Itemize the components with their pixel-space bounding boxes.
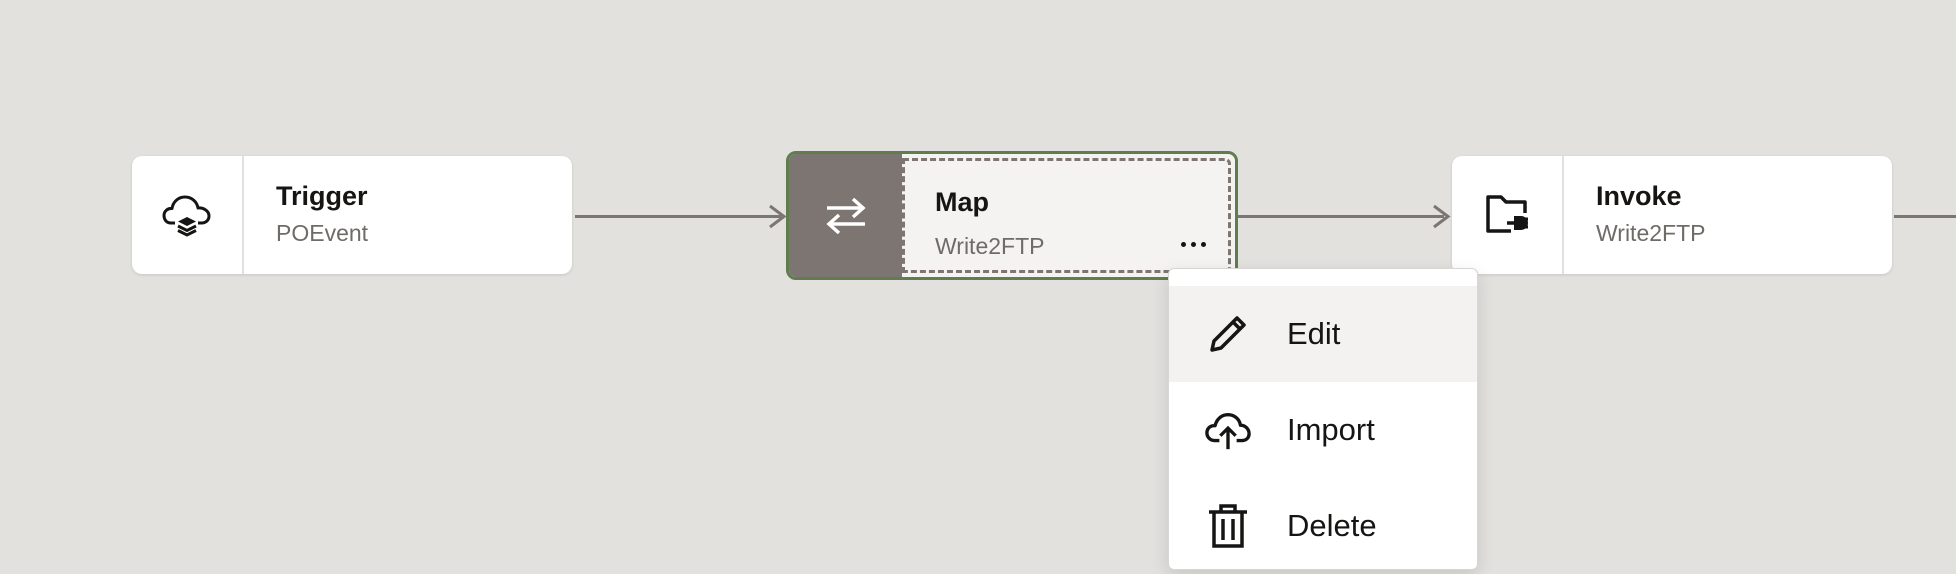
cloud-stack-icon <box>162 195 211 237</box>
pencil-icon <box>1205 311 1251 357</box>
menu-item-label: Edit <box>1287 316 1341 351</box>
folder-plug-icon <box>1486 195 1528 233</box>
map-subtitle: Write2FTP <box>935 233 1045 259</box>
connector-arrowhead <box>769 204 787 229</box>
trigger-node[interactable]: Trigger POEvent <box>132 156 572 274</box>
map-node[interactable]: Map Write2FTP <box>786 151 1238 280</box>
invoke-title: Invoke <box>1596 181 1682 211</box>
cloud-upload-icon <box>1205 407 1251 453</box>
menu-item-delete[interactable]: Delete <box>1169 478 1477 574</box>
connector-invoke-next <box>1894 215 1956 218</box>
map-icon-box <box>789 154 902 277</box>
menu-item-import[interactable]: Import <box>1169 382 1477 478</box>
map-node-body: Map Write2FTP <box>902 158 1231 273</box>
menu-item-edit[interactable]: Edit <box>1169 286 1477 382</box>
map-title: Map <box>935 187 989 217</box>
trigger-subtitle: POEvent <box>276 220 369 247</box>
connector-trigger-map <box>575 215 781 218</box>
invoke-node[interactable]: Invoke Write2FTP <box>1452 156 1892 274</box>
node-context-menu: Edit Import Delete <box>1168 268 1478 570</box>
invoke-subtitle: Write2FTP <box>1596 220 1706 247</box>
connector-map-invoke <box>1238 215 1444 218</box>
menu-item-label: Delete <box>1287 508 1377 543</box>
menu-item-label: Import <box>1287 412 1375 447</box>
trigger-icon-box <box>132 156 244 274</box>
trigger-title: Trigger <box>276 181 368 211</box>
more-options-icon[interactable] <box>1179 236 1208 253</box>
invoke-icon-box <box>1452 156 1564 274</box>
swap-arrows-icon <box>825 197 866 234</box>
trash-icon <box>1205 503 1251 549</box>
connector-arrowhead <box>1433 204 1451 229</box>
